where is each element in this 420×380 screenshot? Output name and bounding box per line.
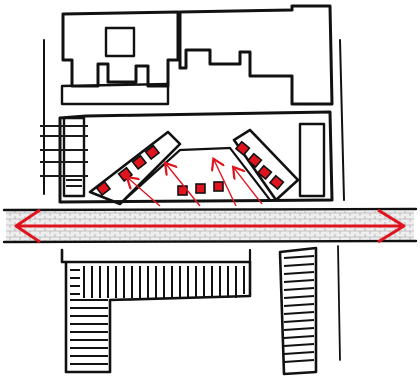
lower-left-hatching bbox=[70, 266, 244, 364]
street-edge-bottom bbox=[4, 241, 416, 242]
lower-left-building bbox=[62, 250, 250, 372]
circulation-arrows bbox=[128, 160, 262, 206]
lower-right-hatching bbox=[284, 256, 314, 362]
building-outline-right bbox=[180, 6, 332, 104]
left-hatched-block bbox=[40, 118, 88, 196]
right-edge-line bbox=[338, 246, 340, 360]
plaza-inner-edges bbox=[120, 148, 270, 204]
main-street-band bbox=[4, 209, 416, 242]
building-outline-left bbox=[63, 12, 178, 86]
street-edge-top bbox=[4, 209, 416, 210]
building-courtyard-square bbox=[106, 28, 134, 56]
right-tower-block bbox=[300, 124, 324, 196]
lower-right-building bbox=[280, 246, 340, 374]
